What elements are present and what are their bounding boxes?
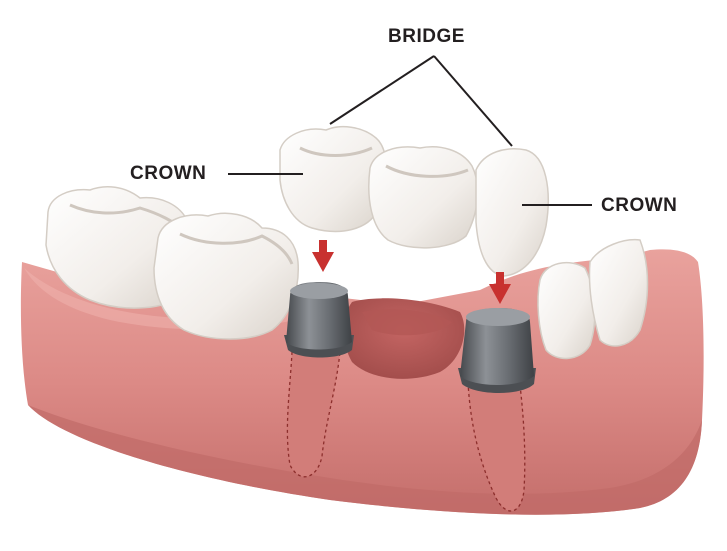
left-implant-root bbox=[286, 351, 341, 478]
crown-left-label: CROWN bbox=[130, 163, 207, 184]
left-abutment bbox=[284, 282, 354, 358]
left-second-molar bbox=[153, 212, 299, 340]
crown-right-label: CROWN bbox=[601, 195, 678, 216]
right-abutment bbox=[458, 308, 536, 393]
leader-lines bbox=[228, 55, 592, 206]
bridge-leader-right bbox=[433, 55, 513, 147]
right-front-teeth bbox=[537, 238, 649, 360]
bridge-crowns bbox=[279, 125, 549, 277]
down-arrow-icon bbox=[489, 272, 511, 304]
bridge-leader-left bbox=[329, 55, 435, 125]
bridge-label: BRIDGE bbox=[388, 26, 465, 47]
down-arrow-icon bbox=[312, 240, 334, 272]
right-implant-root bbox=[467, 381, 526, 512]
gum-front-shade bbox=[28, 405, 702, 515]
